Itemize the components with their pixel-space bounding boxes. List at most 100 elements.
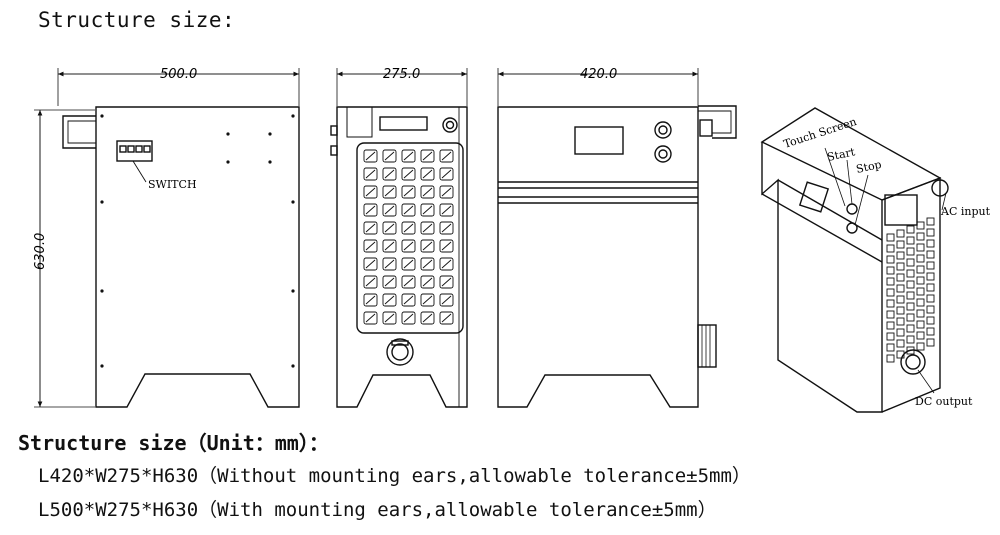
vent-slat [365,259,376,269]
vent-cell [916,309,925,318]
vent-cell [916,254,925,263]
vent-slat [441,223,452,233]
vent-cell [896,273,905,282]
vent-slat [403,313,414,323]
vent-cell [896,284,905,293]
vent-cell [886,310,895,319]
vent-cell [420,221,435,235]
vent-cell [906,335,915,344]
vent-cell [420,185,435,199]
vent-slat [365,205,376,215]
vent-slat [441,313,452,323]
technical-drawing: 500.0 630.0 SWITCH 275.0 [33,67,991,413]
vent-cell [926,228,935,237]
vent-cell [886,299,895,308]
spec-title: Structure size（Unit：mm）： [18,431,329,455]
vent-slat [365,277,376,287]
vent-grid [363,149,454,325]
callout-switch: SWITCH [148,178,197,191]
vent-cell [363,167,378,181]
vent-cell [363,293,378,307]
vent-cell [420,203,435,217]
vent-slat [403,241,414,251]
vent-cell [401,293,416,307]
vent-slat [403,169,414,179]
spec-line-without-ears: L420*W275*H630（Without mounting ears,all… [38,465,751,487]
vent-cell [926,217,935,226]
vent-slat [422,241,433,251]
heading: Structure size: [38,8,236,32]
vent-slat [384,169,395,179]
vent-cell [439,257,454,271]
vent-cell [363,221,378,235]
vent-cell [420,257,435,271]
vent-slat [441,169,452,179]
callout-start: Start [826,145,857,164]
vent-cell [439,167,454,181]
callout-dc-output: DC output [915,395,973,408]
vent-cell [886,343,895,352]
vent-cell [906,280,915,289]
side-view [330,68,468,408]
vent-cell [439,275,454,289]
vent-cell [896,339,905,348]
vent-cell [916,320,925,329]
dim-depth-side: 275.0 [383,67,420,82]
vent-cell [401,275,416,289]
vent-slat [422,187,433,197]
vent-cell [906,324,915,333]
vent-slat [403,151,414,161]
vent-cell [439,185,454,199]
vent-cell [896,328,905,337]
vent-cell [886,233,895,242]
vent-slat [384,151,395,161]
vent-slat [403,259,414,269]
vent-slat [422,295,433,305]
dim-width-front: 500.0 [160,67,197,82]
vent-cell [896,295,905,304]
vent-cell [886,332,895,341]
vent-cell [420,149,435,163]
vent-cell [926,239,935,248]
vent-cell [926,283,935,292]
vent-cell [401,239,416,253]
vent-cell [916,221,925,230]
vent-cell [896,317,905,326]
vent-cell [886,277,895,286]
vent-slat [441,187,452,197]
vent-slat [384,277,395,287]
vent-slat [384,295,395,305]
vent-slat [422,313,433,323]
vent-cell [886,244,895,253]
vent-cell [906,247,915,256]
vent-cell [916,331,925,340]
vent-cell [382,203,397,217]
vent-slat [422,277,433,287]
vent-cell [916,243,925,252]
vent-cell [420,167,435,181]
vent-cell [363,275,378,289]
vent-cell [906,291,915,300]
vent-cell [401,203,416,217]
vent-cell [906,269,915,278]
vent-cell [916,287,925,296]
vent-cell [439,239,454,253]
vent-slat [365,241,376,251]
vent-cell [401,311,416,325]
vent-slat [422,151,433,161]
vent-cell [926,338,935,347]
vent-cell [916,265,925,274]
vent-cell [382,239,397,253]
vent-cell [439,149,454,163]
vent-cell [926,327,935,336]
vent-cell [382,311,397,325]
vent-cell [382,167,397,181]
vent-slat [441,205,452,215]
vent-cell [401,185,416,199]
vent-slat [441,151,452,161]
vent-cell [906,313,915,322]
vent-cell [896,262,905,271]
vent-cell [382,293,397,307]
front-view [34,68,300,408]
vent-cell [916,342,925,351]
